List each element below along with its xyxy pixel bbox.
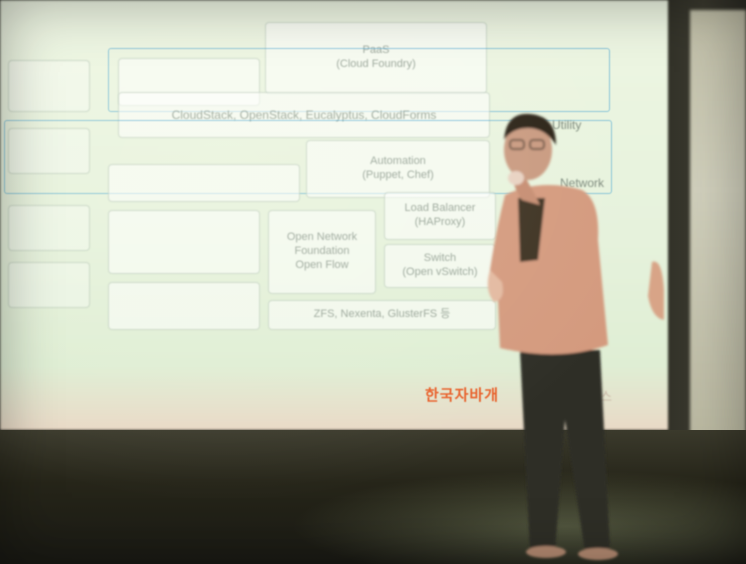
slide-box-mid-left (108, 164, 300, 202)
slide-box-switch: Switch (Open vSwitch) (384, 244, 496, 288)
presenter-arm-right (487, 270, 503, 302)
side-banner (690, 10, 746, 460)
presenter-shoe-left (526, 546, 566, 558)
slide-side-network: Network (560, 176, 605, 190)
second-person-edge (648, 261, 664, 320)
slide-footer-org: 한국자바개 (425, 387, 500, 404)
slide-box-automation: Automation (Puppet, Chef) (306, 140, 490, 198)
slide-row-label-2 (8, 128, 90, 174)
slide-row-label-3 (8, 205, 90, 251)
slide-box-load-balancer: Load Balancer (HAProxy) (384, 192, 496, 240)
slide-box-paas: PaaS (Cloud Foundry) (265, 22, 487, 94)
floor-light (290, 470, 746, 564)
slide-side-utility: Utility (552, 118, 582, 132)
stage-floor (0, 430, 746, 564)
slide-row-label-4 (8, 262, 90, 308)
presenter-shoe-right (578, 548, 618, 560)
slide-box-storage: ZFS, Nexenta, GlusterFS 등 (268, 300, 496, 330)
presenter-hand-mic (508, 171, 524, 185)
presenter-head (504, 120, 552, 180)
slide-box-cloudforms: CloudStack, OpenStack, Eucalyptus, Cloud… (118, 92, 490, 138)
slide-row-label-1 (8, 60, 90, 112)
slide-box-open-network: Open Network Foundation Open Flow (268, 210, 376, 294)
slide-box-net-left (108, 210, 260, 274)
slide-footer-tail: 스 (600, 389, 612, 404)
presenter-legs (520, 350, 610, 552)
presenter-jacket (489, 185, 608, 355)
presenter-shirt (518, 198, 545, 262)
slide-box-storage-left (108, 282, 260, 330)
presenter-hair (504, 113, 556, 145)
